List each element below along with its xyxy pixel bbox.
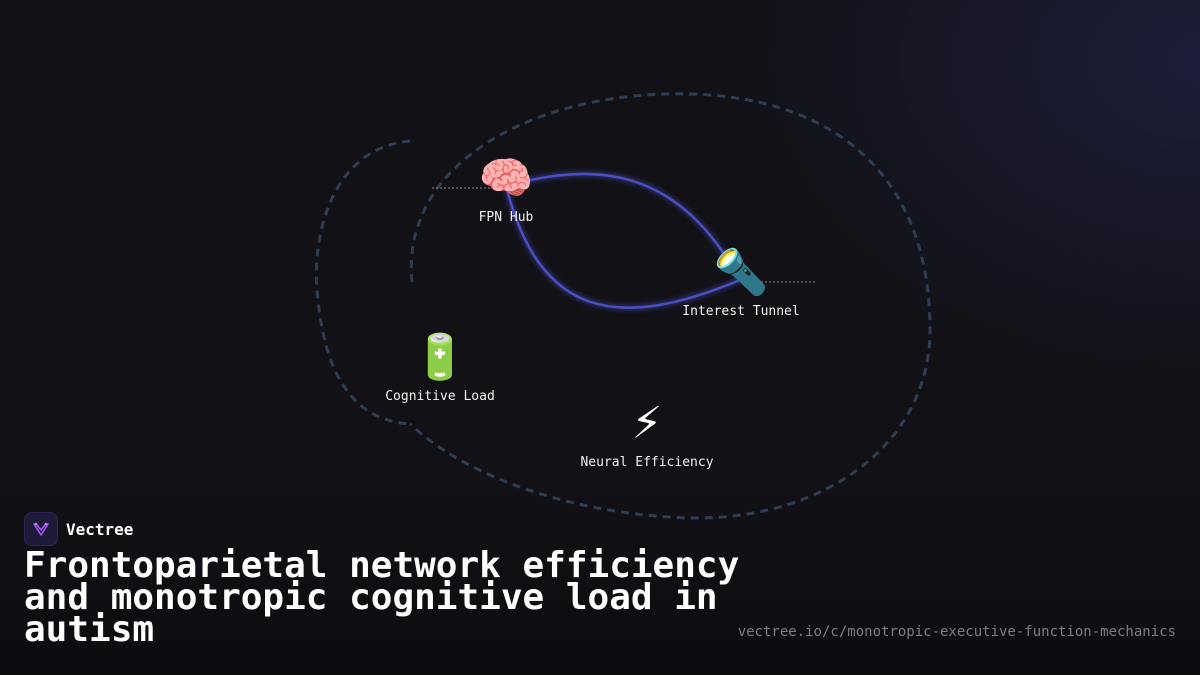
node-label-neural-efficiency: Neural Efficiency <box>580 455 714 470</box>
inner-boundary <box>314 139 411 426</box>
vectree-logo-icon <box>24 512 58 546</box>
page-title: Frontoparietal network efficiency and mo… <box>24 545 740 650</box>
outer-boundary <box>408 92 932 520</box>
node-label-cognitive-load: Cognitive Load <box>385 389 495 404</box>
brand-name: Vectree <box>66 519 134 539</box>
source-url[interactable]: vectree.io/c/monotropic-executive-functi… <box>737 624 1176 640</box>
lightning-icon: ⚡ <box>631 398 663 449</box>
node-interest-tunnel: 🔦 Interest Tunnel <box>682 247 800 320</box>
battery-icon: 🔋 <box>412 332 468 383</box>
brain-icon: 🧠 <box>478 153 534 204</box>
node-label-interest-tunnel: Interest Tunnel <box>682 304 800 319</box>
node-neural-efficiency: ⚡ Neural Efficiency <box>580 398 714 471</box>
node-cognitive-load: 🔋 Cognitive Load <box>385 332 495 405</box>
node-label-fpn-hub: FPN Hub <box>478 210 534 225</box>
connection-loop <box>504 172 742 309</box>
brand: Vectree <box>24 512 133 546</box>
flashlight-icon: 🔦 <box>713 247 769 298</box>
node-fpn-hub: 🧠 FPN Hub <box>478 153 534 226</box>
